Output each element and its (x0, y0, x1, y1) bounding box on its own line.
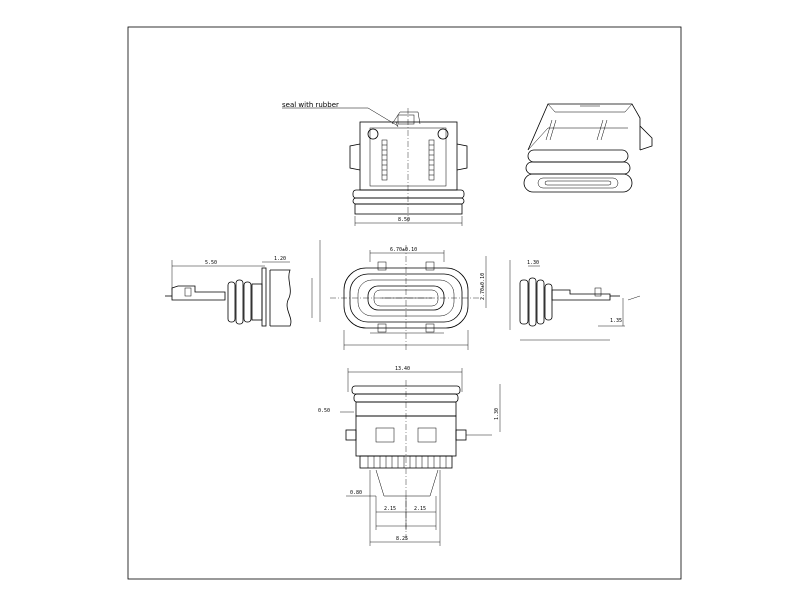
left-side-view: 5.50 1.20 (165, 256, 292, 327)
right-side-view: 1.30 1.35 (509, 260, 641, 341)
dim-pin-pitch-r: 2.15 (414, 506, 426, 512)
dim-top-width: 6.70±0.10 (390, 247, 417, 253)
dim-bottom-b: 1.30 (494, 408, 500, 420)
top-view: 6.70±0.10 2.70±0.10 (311, 240, 487, 350)
dim-front-width: 8.50 (398, 217, 410, 223)
front-view: seal with rubber (282, 101, 468, 226)
dim-left-len: 5.50 (205, 260, 217, 266)
dim-right-a: 1.30 (527, 260, 539, 266)
dim-top-height: 2.70±0.10 (480, 273, 486, 300)
isometric-view (523, 103, 653, 193)
dim-side-len: 1.20 (274, 256, 286, 262)
drawing-border (127, 26, 682, 580)
dim-left-small: 0.50 (318, 408, 330, 414)
seal-note: seal with rubber (282, 101, 339, 109)
dim-right-b: 1.35 (610, 318, 622, 324)
dim-bottom-w: 8.25 (396, 536, 408, 542)
dim-pad-a: 0.80 (350, 490, 362, 496)
dim-pin-pitch-l: 2.15 (384, 506, 396, 512)
dim-bottom-top: 13.40 (395, 366, 410, 372)
bottom-view: 13.40 0.50 1.30 (318, 366, 501, 546)
